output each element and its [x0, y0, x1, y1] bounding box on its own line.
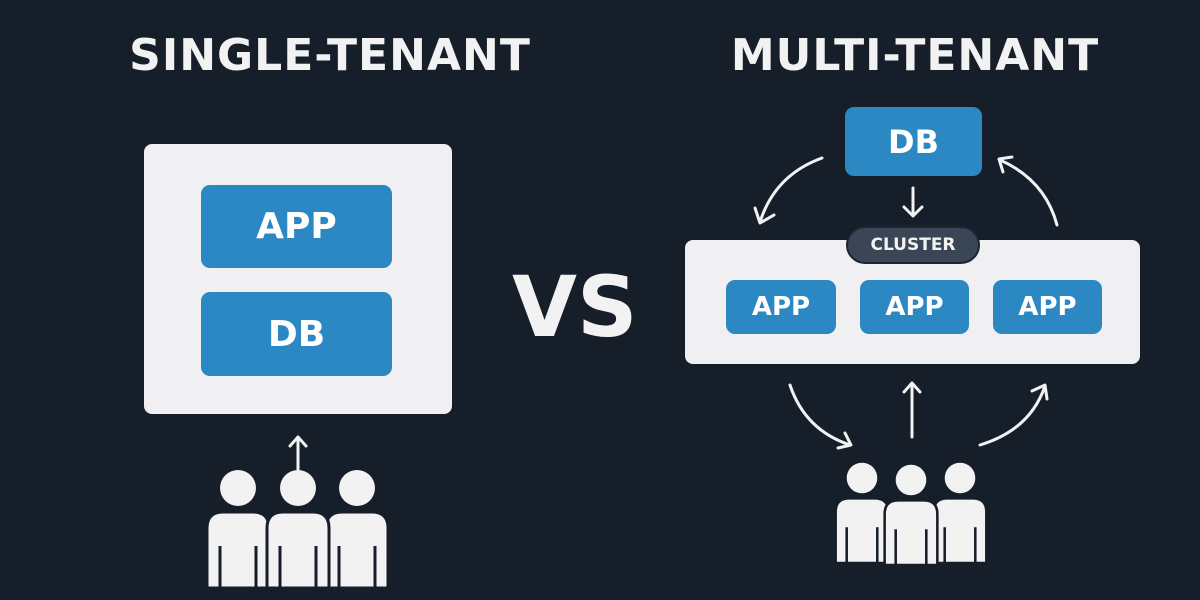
cluster-app-box-1: APP — [726, 280, 836, 334]
single-tenant-title: SINGLE-TENANT — [129, 30, 531, 81]
cluster-app-box-2: APP — [860, 280, 969, 334]
arrow-left-to-users-icon — [788, 383, 853, 450]
single-app-box: APP — [201, 185, 392, 268]
arrow-right-to-db-icon — [997, 155, 1059, 227]
arrow-db-to-left-icon — [753, 156, 824, 225]
arrow-users-to-right-icon — [978, 383, 1049, 447]
single-tenant-users-icon — [205, 468, 390, 590]
cluster-app-box-3: APP — [993, 280, 1102, 334]
arrow-users-to-cluster-icon — [902, 381, 922, 439]
multi-tenant-users-icon — [834, 461, 988, 567]
cluster-badge: CLUSTER — [846, 226, 980, 264]
vs-label: VS — [512, 258, 638, 356]
multi-db-box: DB — [845, 107, 982, 176]
multi-tenant-title: MULTI-TENANT — [730, 30, 1100, 81]
arrow-db-to-cluster-icon — [902, 186, 924, 218]
single-db-box: DB — [201, 292, 392, 376]
